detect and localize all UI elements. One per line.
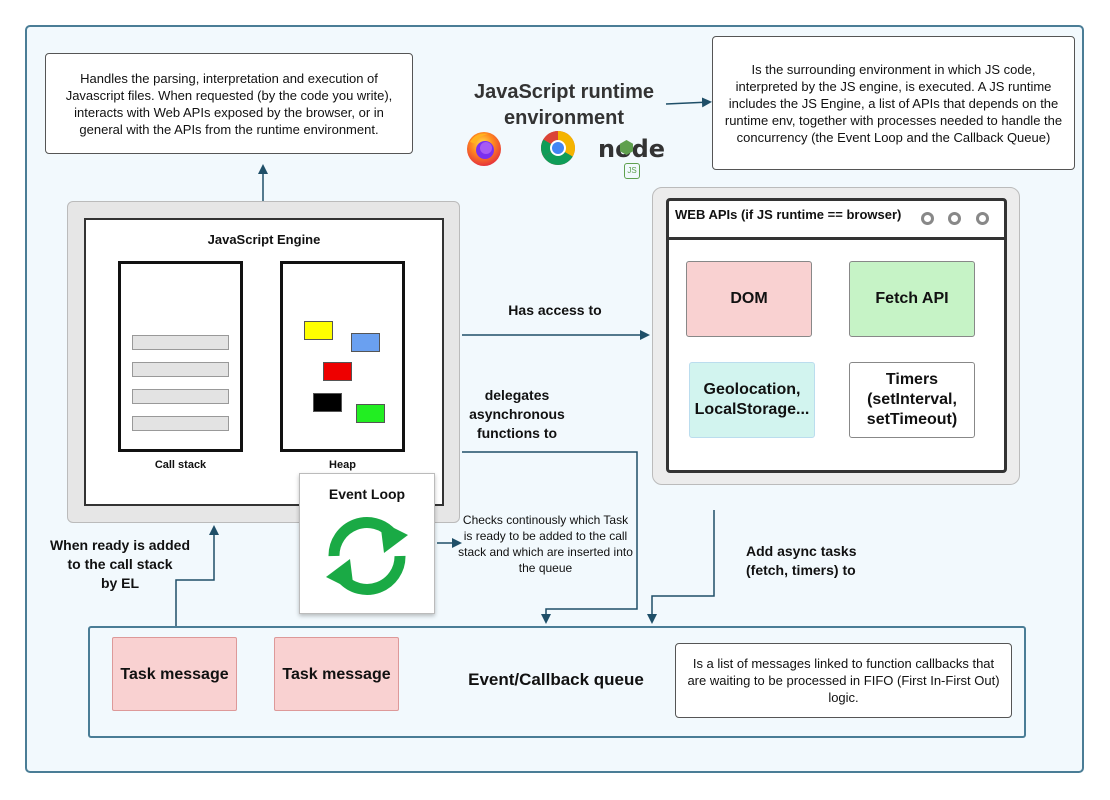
window-dot-icon [976,212,989,225]
queue-title: Event/Callback queue [468,670,644,689]
has-access-label: Has access to [508,302,602,318]
nodejs-badge: JS [624,163,640,179]
call-stack-frame [132,362,229,377]
heap-object [313,393,342,412]
fetch-api-box: Fetch API [849,261,975,337]
window-dot-icon [921,212,934,225]
nodejs-logo-text: node [598,137,668,161]
queue-description-text: Is a list of messages linked to function… [687,656,1000,705]
runtime-title-line1: JavaScript runtime [473,81,655,103]
ready-added-line2: to the call stack [67,556,173,572]
web-apis-title: WEB APIs (if JS runtime == browser) [675,207,902,222]
event-loop-title: Event Loop [328,486,406,502]
add-async-label-line2: (fetch, timers) to [746,562,856,578]
task-message-box: Task message [274,637,399,711]
heap-object [356,404,385,423]
delegates-label-line3: functions to [476,425,558,441]
dom-label: DOM [730,290,768,307]
delegates-label: delegates asynchronous functions to [452,386,582,443]
window-dot-icon [948,212,961,225]
runtime-description-text: Is the surrounding environment in which … [724,61,1063,145]
chrome-logo-icon [541,131,575,165]
task-message-box: Task message [112,637,237,711]
task-message-label: Task message [282,665,391,683]
firefox-logo-icon [467,132,501,166]
heap-box [280,261,405,452]
nodejs-logo-icon: node JS [598,137,668,179]
timers-label: Timers [885,371,939,388]
call-stack-frame [132,389,229,404]
geolocation-box: Geolocation, LocalStorage... [689,362,815,438]
fetch-api-label: Fetch API [875,290,949,307]
delegates-label-line2: asynchronous [469,406,565,422]
web-apis-header-divider [669,237,1004,240]
js-engine-title: JavaScript Engine [207,232,321,247]
heap-label: Heap [329,459,356,471]
queue-description-note: Is a list of messages linked to function… [675,643,1012,718]
dom-box: DOM [686,261,812,337]
nodejs-hexagon-icon [620,140,633,155]
call-stack-frame [132,416,229,431]
heap-object [351,333,380,352]
runtime-title: JavaScript runtime environment [462,79,666,131]
runtime-title-line2: environment [503,107,625,129]
call-stack-frame [132,335,229,350]
event-loop-description: Checks continously which Task is ready t… [458,513,633,575]
runtime-description-note: Is the surrounding environment in which … [712,36,1075,170]
engine-description-note: Handles the parsing, interpretation and … [45,53,413,154]
delegates-label-line1: delegates [484,387,550,403]
call-stack-label: Call stack [154,459,207,471]
setinterval-label: (setInterval, [867,391,957,408]
ready-added-label: When ready is added to the call stack by… [36,536,204,593]
task-message-label: Task message [120,665,229,683]
add-async-label: Add async tasks (fetch, timers) to [746,542,916,580]
geolocation-label: Geolocation, [703,381,801,398]
ready-added-line3: by EL [100,575,140,591]
timers-box: Timers (setInterval, setTimeout) [849,362,975,438]
heap-object [323,362,352,381]
heap-object [304,321,333,340]
localstorage-label: LocalStorage... [694,401,810,418]
engine-description-text: Handles the parsing, interpretation and … [65,70,393,137]
add-async-label-line1: Add async tasks [746,543,857,559]
refresh-cycle-icon [326,517,408,595]
settimeout-label: setTimeout) [866,411,958,428]
ready-added-line1: When ready is added [49,537,191,553]
